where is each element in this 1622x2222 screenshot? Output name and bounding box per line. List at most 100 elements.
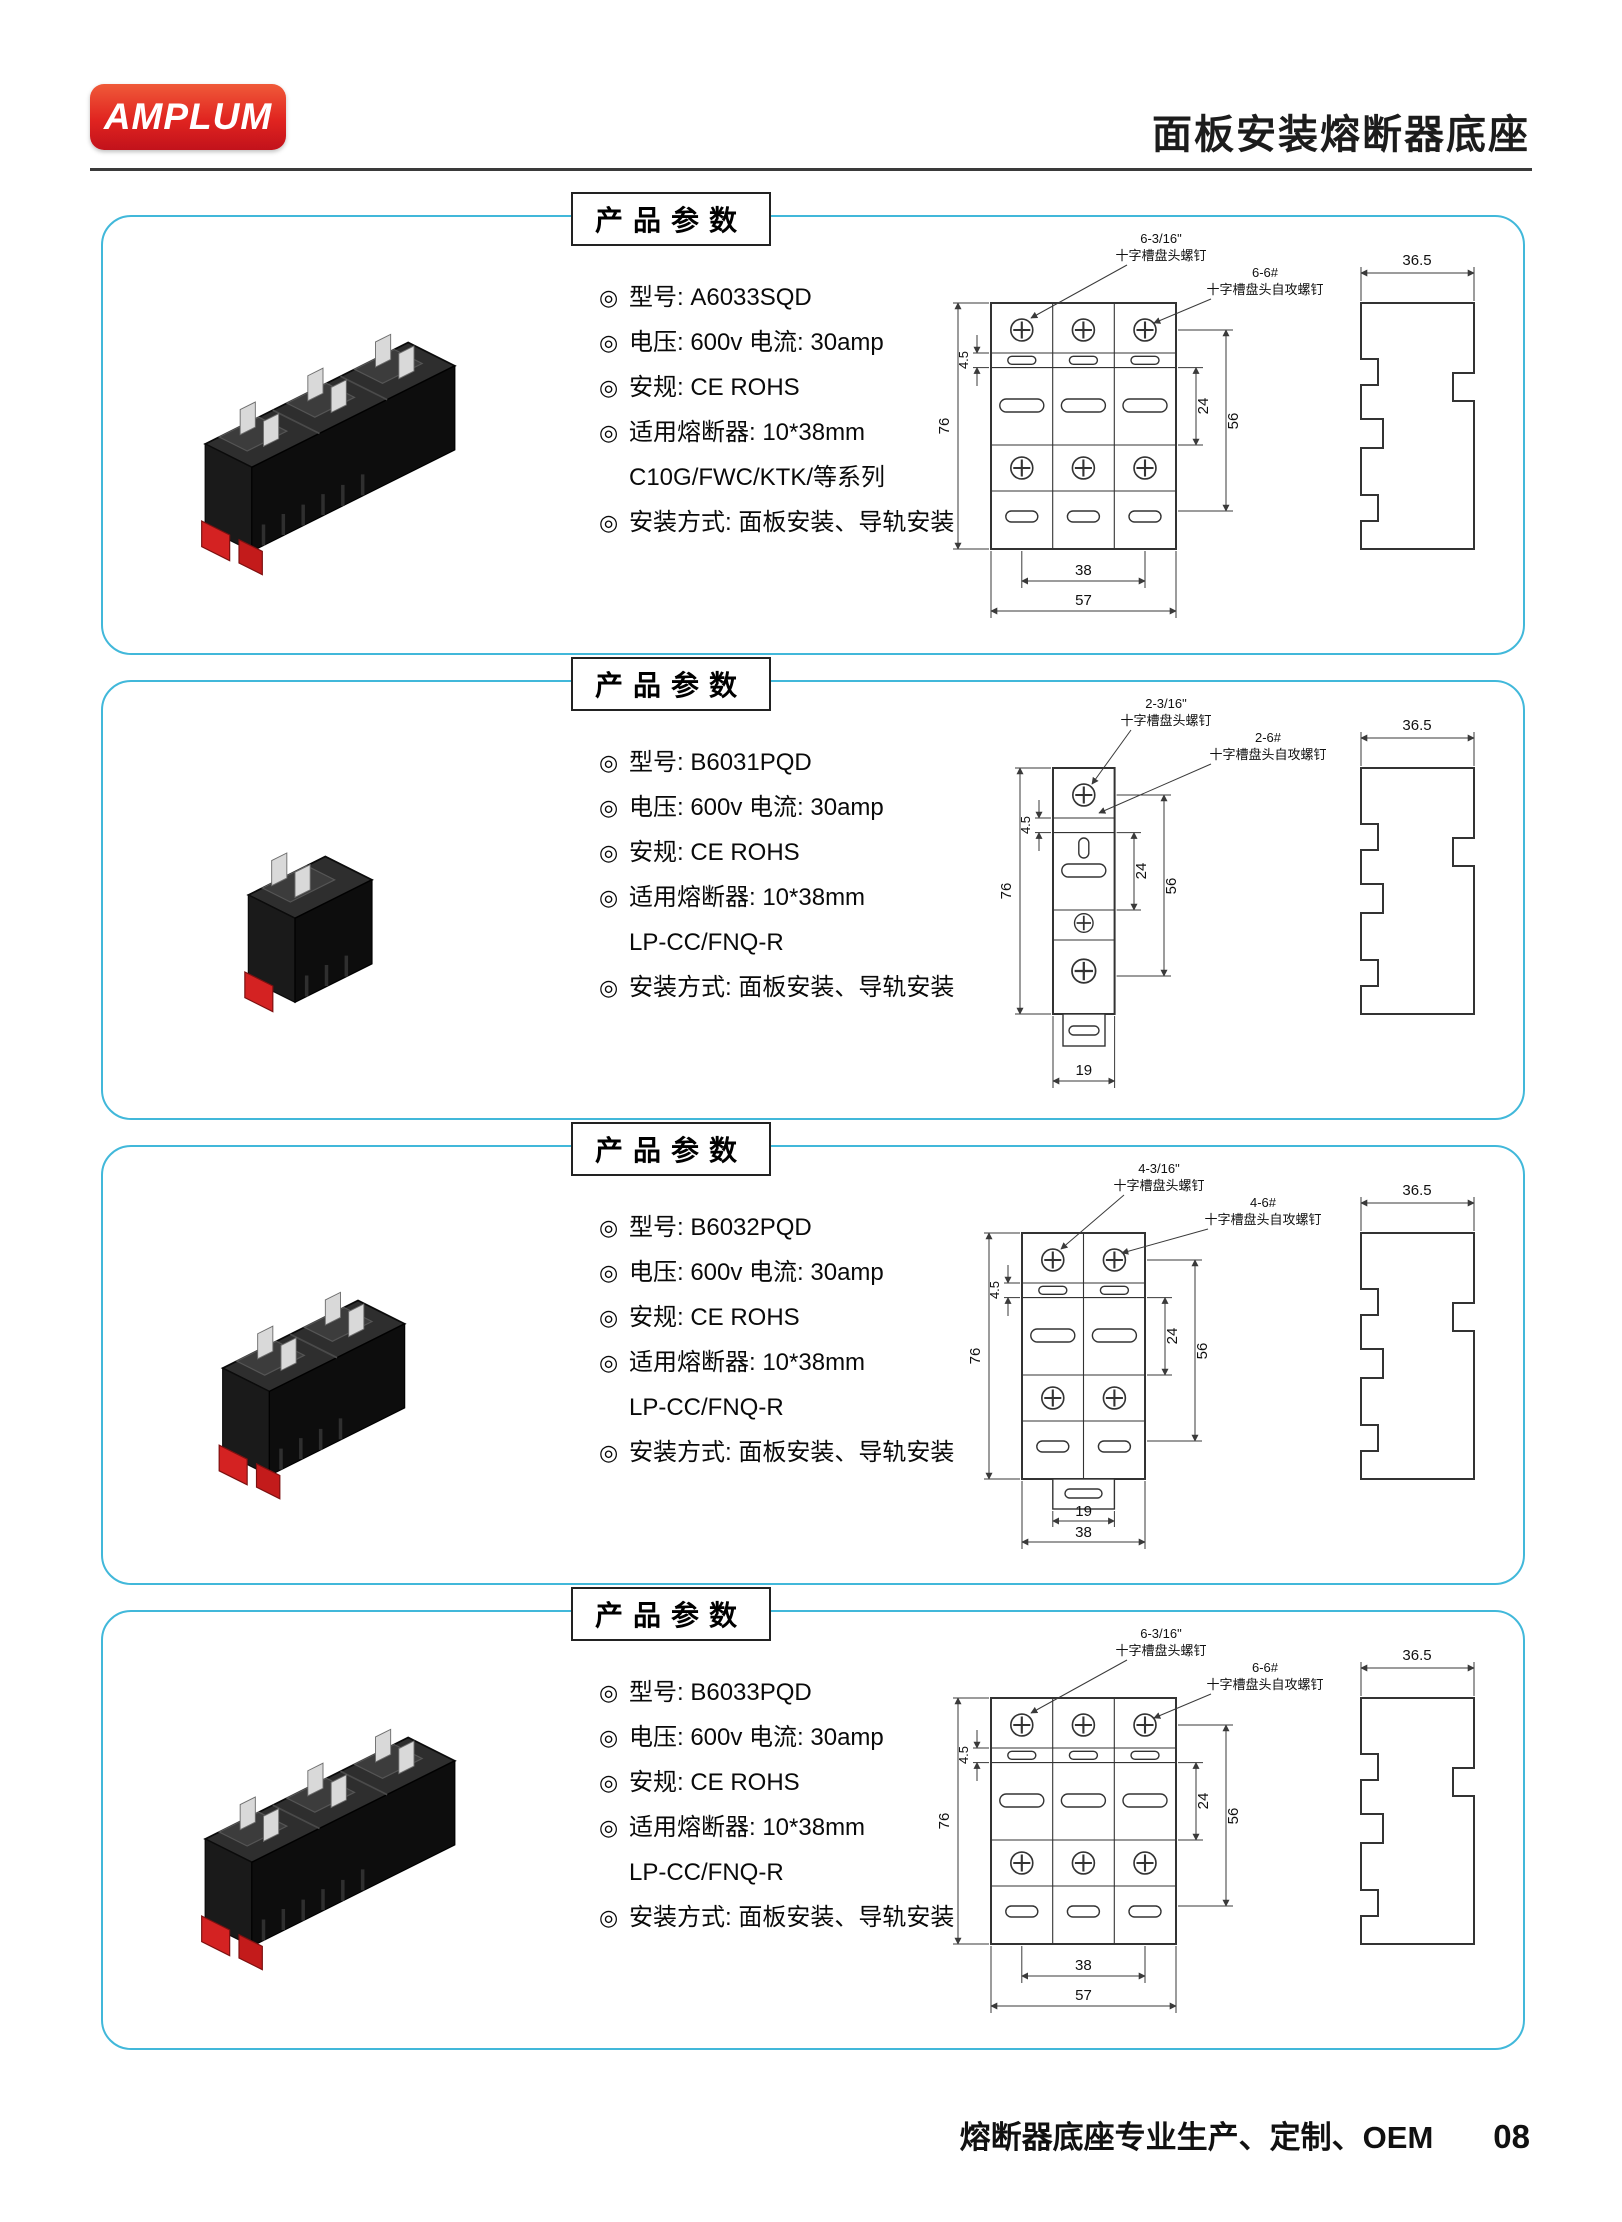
screw-icon	[1132, 1712, 1158, 1738]
screw-icon	[1071, 782, 1096, 808]
spec-text: 安规: CE ROHS	[629, 374, 800, 401]
page-footer: 熔断器底座专业生产、定制、OEM 08	[960, 2112, 1530, 2157]
spec-text: 电压: 600v 电流: 30amp	[629, 794, 884, 821]
note-text: 十字槽盘头螺钉	[1120, 713, 1211, 728]
spec-text: 安装方式: 面板安装、导轨安装	[629, 1439, 955, 1466]
technical-drawing: 76 4.5 24 56 38 57 6-3/16" 十字槽盘头螺钉	[931, 1618, 1511, 2048]
spec-line: ◎电压: 600v 电流: 30amp	[599, 1250, 949, 1295]
dimension-drawing: 76 4.5 24 56 38 57 6-3/16" 十字槽盘头螺钉	[936, 231, 1475, 618]
screw-annotations: 2-3/16" 十字槽盘头螺钉 2-6# 十字槽盘头自攻螺钉	[1091, 696, 1327, 814]
spec-text: 适用熔断器: 10*38mm	[629, 884, 866, 911]
screw-icon	[1071, 317, 1096, 343]
note-qty: 2-3/16"	[1145, 696, 1187, 711]
section-header-label: 产品参数	[595, 670, 748, 701]
spec-line: ◎型号: B6031PQD	[599, 740, 949, 785]
front-view	[1021, 1232, 1146, 1510]
bullet-icon: ◎	[599, 375, 619, 400]
spec-text: 安装方式: 面板安装、导轨安装	[629, 1904, 955, 1931]
note-qty: 4-6#	[1250, 1195, 1277, 1210]
section-header-badge: 产品参数	[571, 1587, 772, 1641]
dim-label: 4.5	[956, 351, 971, 369]
product-photo-illustration	[131, 734, 571, 1084]
bullet-icon: ◎	[599, 1260, 619, 1285]
product-photo	[131, 734, 571, 1084]
screw-icon	[1071, 1850, 1096, 1876]
screw-icon	[1040, 1247, 1065, 1273]
screw-icon	[1102, 1385, 1127, 1411]
spec-line: ◎电压: 600v 电流: 30amp	[599, 785, 949, 830]
note-text: 十字槽盘头螺钉	[1115, 248, 1206, 263]
side-view: 36.5	[1360, 1182, 1475, 1480]
note-qty: 6-6#	[1252, 265, 1279, 280]
spec-text: 适用熔断器: 10*38mm	[629, 419, 866, 446]
dimension-lines: 76 4.5 24 56 19	[998, 767, 1180, 1088]
spec-line: ◎型号: A6033SQD	[599, 275, 949, 320]
spec-text: 安规: CE ROHS	[629, 839, 800, 866]
screw-icon	[1009, 1712, 1034, 1738]
bullet-icon: ◎	[599, 420, 619, 445]
screw-icon	[1040, 1385, 1065, 1411]
spec-line: ◎适用熔断器: 10*38mm	[599, 1805, 949, 1850]
spec-line: ◎适用熔断器: 10*38mm	[599, 1340, 949, 1385]
dim-label: 38	[1075, 1957, 1092, 1974]
technical-drawing: 76 4.5 24 56 19 2-3/16" 十字槽盘头螺钉 2-6# 十字槽…	[931, 688, 1511, 1118]
spec-line: ◎电压: 600v 电流: 30amp	[599, 1715, 949, 1760]
product-section-a6033sqd: 产品参数 ◎型号: A6033SQD ◎电压: 600v 电流: 30amp ◎…	[101, 192, 1525, 655]
side-view: 36.5	[1360, 252, 1475, 550]
spec-line: ◎安规: CE ROHS	[599, 1760, 949, 1805]
dimension-lines: 76 4.5 24 56 38 57	[936, 1697, 1242, 2013]
product-photo-illustration	[131, 269, 571, 619]
spec-text: 电压: 600v 电流: 30amp	[629, 1724, 884, 1751]
spec-line: ◎电压: 600v 电流: 30amp	[599, 320, 949, 365]
bullet-icon: ◎	[599, 1215, 619, 1240]
dim-label: 57	[1075, 592, 1092, 609]
spec-line: LP-CC/FNQ-R	[599, 1385, 949, 1430]
spec-text: LP-CC/FNQ-R	[629, 929, 784, 956]
section-header-label: 产品参数	[595, 205, 748, 236]
spec-line: ◎ 型号: B6032PQD	[599, 1205, 949, 1250]
spec-text: LP-CC/FNQ-R	[629, 1859, 784, 1886]
spec-text: 型号: B6032PQD	[629, 1214, 812, 1241]
dim-label: 36.5	[1402, 1182, 1431, 1199]
spec-text: 型号: B6033PQD	[629, 1679, 812, 1706]
fuse-holder-3pole-image	[202, 1729, 455, 1969]
note-text: 十字槽盘头螺钉	[1113, 1178, 1204, 1193]
fuse-holder-1pole-image	[245, 853, 372, 1012]
dim-label: 19	[1075, 1062, 1092, 1079]
note-text: 十字槽盘头自攻螺钉	[1209, 747, 1326, 762]
note-text: 十字槽盘头自攻螺钉	[1204, 1212, 1321, 1227]
note-qty: 6-6#	[1252, 1660, 1279, 1675]
product-photo-illustration	[131, 1199, 571, 1549]
screw-icon	[1009, 317, 1034, 343]
spec-line: LP-CC/FNQ-R	[599, 920, 949, 965]
dim-label: 56	[1194, 1343, 1211, 1360]
spec-text: 安装方式: 面板安装、导轨安装	[629, 974, 955, 1001]
fuse-holder-2pole-image	[219, 1292, 405, 1499]
screw-icon	[1071, 1712, 1096, 1738]
section-header-label: 产品参数	[595, 1135, 748, 1166]
screw-icon	[1132, 317, 1158, 343]
screw-icon	[1071, 455, 1096, 481]
spec-text: 安装方式: 面板安装、导轨安装	[629, 509, 955, 536]
spec-line: ◎安装方式: 面板安装、导轨安装	[599, 1430, 954, 1475]
dim-label: 38	[1075, 1524, 1092, 1541]
screw-icon	[1009, 455, 1034, 481]
dim-label: 57	[1075, 1987, 1092, 2004]
header-divider	[90, 168, 1532, 171]
brand-logo: AMPLUM	[90, 84, 286, 150]
front-view	[990, 1697, 1177, 1945]
dim-label: 36.5	[1402, 717, 1431, 734]
section-header-label: 产品参数	[595, 1600, 748, 1631]
dim-label: 4.5	[987, 1281, 1002, 1299]
note-text: 十字槽盘头自攻螺钉	[1206, 1677, 1323, 1692]
page-number: 08	[1493, 2118, 1530, 2155]
section-header-badge: 产品参数	[571, 1122, 772, 1176]
bullet-icon: ◎	[599, 1305, 619, 1330]
spec-text: 型号: B6031PQD	[629, 749, 812, 776]
product-section-b6031pqd: 产品参数 ◎型号: B6031PQD ◎电压: 600v 电流: 30amp ◎…	[101, 657, 1525, 1120]
dim-label: 76	[998, 883, 1015, 900]
spec-line: ◎ 安规: CE ROHS	[599, 365, 949, 410]
screw-icon	[1102, 1247, 1127, 1273]
spec-line: LP-CC/FNQ-R	[599, 1850, 949, 1895]
screw-icon	[1009, 1850, 1034, 1876]
